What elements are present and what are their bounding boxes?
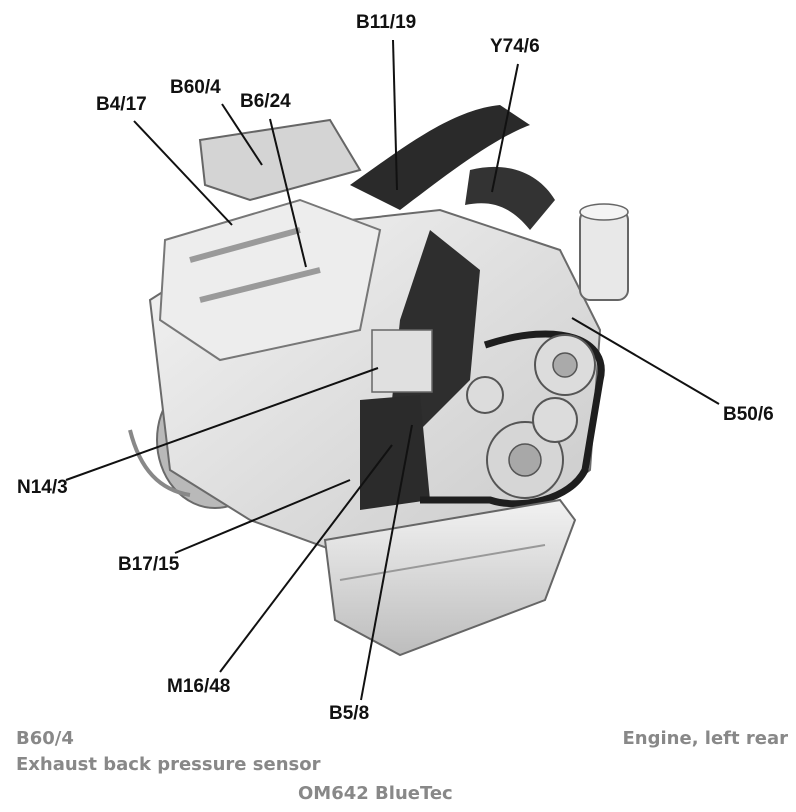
leader-line-b4-17 xyxy=(133,120,233,226)
leader-line-m16-48 xyxy=(219,444,393,673)
leader-line-n14-3 xyxy=(65,367,379,481)
leader-lines xyxy=(65,39,720,701)
leader-line-y74-6 xyxy=(491,63,519,193)
engine-illustration-icon xyxy=(128,105,629,657)
callout-label-b11-19: B11/19 xyxy=(356,12,416,33)
callout-label-m16-48: M16/48 xyxy=(167,676,230,697)
leader-line-b5-8 xyxy=(360,424,413,701)
leader-line-b17-15 xyxy=(174,479,351,554)
callout-label-b5-8: B5/8 xyxy=(329,703,369,724)
callout-label-y74-6: Y74/6 xyxy=(490,36,540,57)
leader-line-b60-4 xyxy=(221,103,263,166)
leader-line-b11-19 xyxy=(392,39,398,191)
callout-label-b60-4: B60/4 xyxy=(170,77,221,98)
component-name: Exhaust back pressure sensor xyxy=(16,754,321,775)
callout-label-b50-6: B50/6 xyxy=(723,404,774,425)
callout-label-b4-17: B4/17 xyxy=(96,94,147,115)
leader-line-b50-6 xyxy=(571,317,720,405)
callout-label-b6-24: B6/24 xyxy=(240,91,291,112)
engine-model: OM642 BlueTec xyxy=(298,783,453,804)
view-description: Engine, left rear xyxy=(622,728,788,749)
leader-line-b6-24 xyxy=(269,118,307,268)
callout-label-n14-3: N14/3 xyxy=(17,477,68,498)
callout-label-b17-15: B17/15 xyxy=(118,554,180,575)
component-code: B60/4 xyxy=(16,728,74,749)
